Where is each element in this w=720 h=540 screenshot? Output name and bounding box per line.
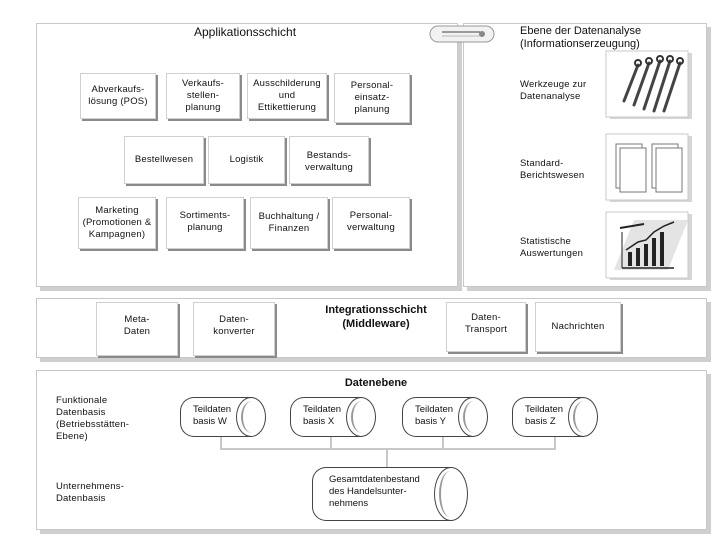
label-funktionale-datenbasis: Funktionale Datenbasis (Betriebsstätten-… [56, 395, 130, 442]
box-ausschilderung: Ausschilderung und Ettikettierung [247, 73, 327, 119]
application-layer-title: Applikationsschicht [193, 25, 297, 39]
box-verkaufsstellen: Verkaufs- stellen- planung [166, 73, 240, 119]
box-bestandsverwaltung: Bestands- verwaltung [289, 136, 369, 184]
connector-z [554, 436, 556, 449]
scroll-teildatenbasis-x: Teildaten basis X [290, 397, 376, 437]
box-datentransport: Daten- Transport [446, 302, 526, 352]
box-marketing: Marketing (Promotionen & Kampagnen) [78, 197, 156, 249]
bar-chart-icon [605, 211, 692, 280]
document-stack-icon [605, 133, 692, 202]
scroll-teildatenbasis-w: Teildaten basis W [180, 397, 266, 437]
scroll-end-cap [434, 467, 468, 521]
label-unternehmens-datenbasis: Unternehmens- Datenbasis [56, 481, 125, 504]
box-logistik: Logistik [208, 136, 285, 184]
scroll-end-cap [568, 397, 598, 437]
box-abverkauf: Abverkaufs- lösung (POS) [80, 73, 156, 119]
scroll-end-cap [236, 397, 266, 437]
connector-w [220, 436, 222, 449]
data-layer-title: Datenebene [344, 377, 408, 389]
box-personalverwaltung: Personal- verwaltung [332, 197, 410, 249]
box-sortiment: Sortiments- planung [166, 197, 244, 249]
connector-icon [429, 25, 495, 43]
scroll-gesamtdatenbestand: Gesamtdatenbestand des Handelsunter- neh… [312, 467, 468, 521]
integration-layer-title: Integrationsschicht (Middleware) [325, 304, 427, 330]
connector-gesamt [386, 449, 388, 468]
scroll-end-cap [458, 397, 488, 437]
label-werkzeuge: Werkzeuge zur Datenanalyse [520, 79, 587, 102]
scroll-end-cap [346, 397, 376, 437]
wrench-set-icon [605, 50, 692, 119]
scroll-teildatenbasis-z: Teildaten basis Z [512, 397, 598, 437]
connector-x [330, 436, 332, 449]
analysis-layer-title: Ebene der Datenanalyse (Informationserze… [520, 25, 642, 50]
connector-y [442, 436, 444, 449]
box-nachrichten: Nachrichten [535, 302, 621, 352]
scroll-teildatenbasis-y: Teildaten basis Y [402, 397, 488, 437]
label-berichtswesen: Standard- Berichtswesen [520, 158, 585, 181]
box-datenkonverter: Daten- konverter [193, 302, 275, 356]
label-auswertungen: Statistische Auswertungen [520, 236, 584, 259]
box-bestellwesen: Bestellwesen [124, 136, 204, 184]
box-buchhaltung: Buchhaltung / Finanzen [250, 197, 328, 249]
connector-horizontal [220, 448, 556, 450]
box-personaleinsatz: Personal- einsatz- planung [334, 73, 410, 123]
box-metadaten: Meta- Daten [96, 302, 178, 356]
